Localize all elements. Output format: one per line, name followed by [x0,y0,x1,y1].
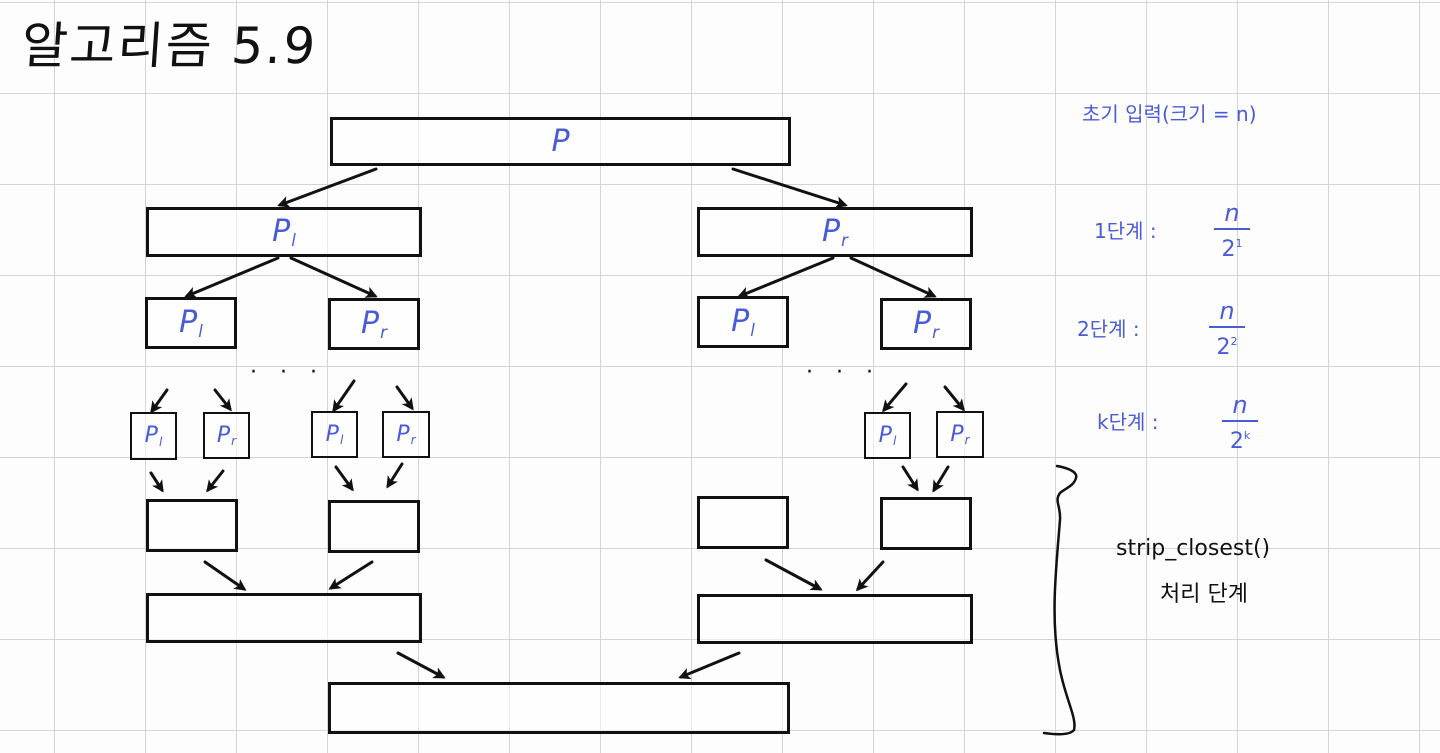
page-title: 알고리즘 5.9 [19,17,320,75]
ellipsis-right: · · · [806,360,881,385]
arrow-leaf-5 [882,382,908,413]
arrow-root-left [277,167,378,208]
arrow-leaf-3 [332,379,356,413]
arrow-final-left [396,651,446,679]
final-box [328,682,790,734]
level2-label: Pl [179,305,203,341]
step-2-fraction: n 22 [1205,298,1249,360]
strip-box [697,496,789,549]
level1-right-box: Pr [697,207,973,257]
arrow-leaf-2 [213,388,232,412]
leaf-label: Pr [396,421,416,447]
leaf-box: Pr [936,411,984,458]
arrow-strip-4 [855,560,885,592]
curly-brace [1042,464,1078,736]
leaf-label: Pr [950,421,970,447]
merge-box-right [697,594,973,644]
level2-label: Pr [913,306,939,342]
leaf-label: Pr [216,422,237,448]
step-k-fraction: n 2k [1218,392,1262,454]
leaf-box: Pr [203,412,250,459]
ellipsis-left: · · · [250,360,325,385]
level2-label: Pl [731,304,755,340]
level2-box: Pr [328,298,420,350]
strip-caption-note: 처리 단계 [1160,582,1248,607]
strip-function-note: strip_closest() [1116,536,1271,561]
level1-left-label: Pl [272,214,296,250]
leaf-label: Pl [325,421,344,447]
level2-label: Pr [361,306,387,342]
leaf-label: Pl [878,422,897,448]
arrow-root-right [731,167,848,208]
level2-box: Pl [697,296,789,348]
arrow-merge-4 [386,462,404,489]
step-k-label: k단계 : [1097,410,1159,434]
arrow-l1-left-left [184,256,280,299]
level2-box: Pl [145,297,237,349]
initial-input-note: 초기 입력(크기 = n) [1082,102,1257,126]
step-1-fraction: n 21 [1210,200,1254,262]
arrow-leaf-6 [943,385,965,412]
arrow-l1-right-left [737,256,835,299]
strip-box [880,497,972,550]
arrow-merge-6 [932,465,950,493]
root-label: P [551,124,570,159]
arrow-strip-2 [328,560,374,590]
level2-box: Pr [880,298,972,350]
step-2-label: 2단계 : [1077,317,1140,341]
arrow-merge-2 [206,469,225,493]
strip-box [146,499,238,552]
root-box: P [330,117,791,166]
strip-box [328,500,420,553]
arrow-merge-5 [901,465,919,492]
arrow-l1-right-right [849,256,937,298]
leaf-label: Pl [144,423,163,449]
arrow-merge-1 [149,471,164,493]
arrow-strip-1 [203,560,247,591]
merge-box-left [146,593,422,643]
leaf-box: Pl [864,412,911,459]
leaf-box: Pr [382,411,430,458]
level1-right-label: Pr [822,214,848,250]
arrow-merge-3 [334,465,354,492]
arrow-leaf-1 [150,388,169,414]
level1-left-box: Pl [146,207,422,257]
arrow-strip-3 [764,558,823,591]
step-1-label: 1단계 : [1094,219,1157,243]
leaf-box: Pl [130,412,177,460]
arrow-leaf-4 [395,385,414,411]
arrow-final-right [678,651,741,680]
arrow-l1-left-right [289,256,378,298]
leaf-box: Pl [311,411,358,458]
